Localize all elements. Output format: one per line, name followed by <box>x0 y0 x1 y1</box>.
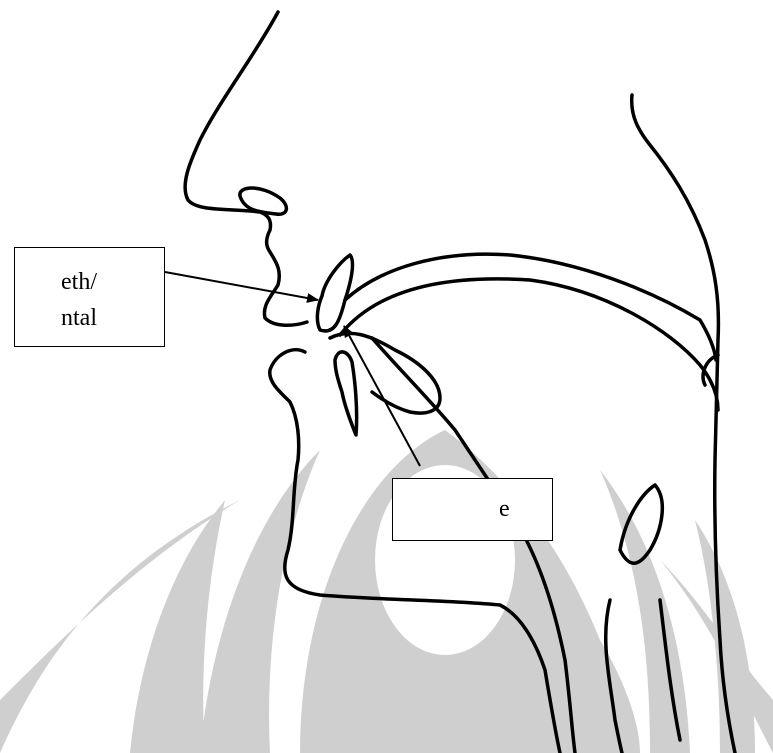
teeth-arrow <box>165 272 318 300</box>
upper-incisor <box>317 255 352 331</box>
palate-outline <box>345 254 716 360</box>
label-text-line-1: eth/ <box>61 264 164 300</box>
label-text-line-1: e <box>499 491 552 527</box>
label-box-teeth-dental: eth/ ntal <box>14 247 165 347</box>
label-text-line-2: ntal <box>61 300 164 336</box>
label-box-tongue: e <box>392 478 553 541</box>
watermark-emblem <box>0 430 773 753</box>
lower-incisor <box>335 352 357 435</box>
